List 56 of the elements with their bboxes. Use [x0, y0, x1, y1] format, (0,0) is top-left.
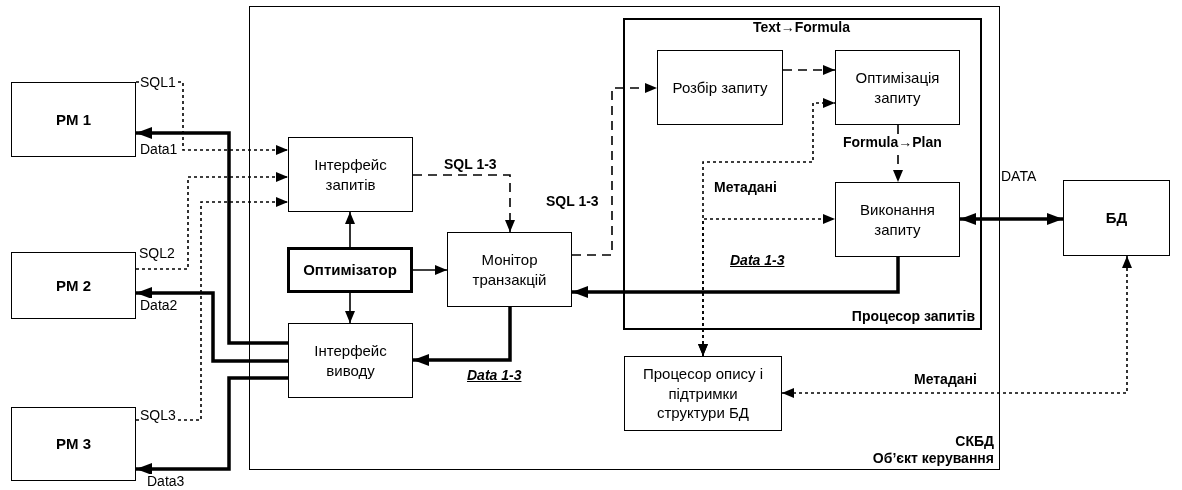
- edge-label: Formula→Plan: [842, 135, 943, 151]
- arrow: [413, 307, 512, 366]
- processor-frame: [623, 18, 982, 330]
- arrow: [136, 127, 288, 345]
- arrow: [571, 83, 658, 256]
- arrow: [572, 257, 900, 298]
- box-label: PM 1: [56, 109, 91, 130]
- box-label: PM 2: [56, 275, 91, 296]
- process-box: [835, 182, 960, 257]
- workstation-box: [11, 407, 136, 481]
- arrow: [893, 124, 903, 183]
- box-label: PM 3: [56, 434, 91, 454]
- edge-label: Data 1-3: [729, 253, 786, 269]
- edge-label: Метадані: [913, 372, 978, 388]
- process-box: [657, 50, 783, 125]
- arrow: [698, 214, 836, 357]
- process-box: [287, 247, 413, 293]
- process-box: [624, 356, 782, 431]
- edge-label: SQL 1-3: [443, 157, 498, 173]
- edge-label: SQL2: [138, 246, 176, 262]
- edge-label: Метадані: [713, 180, 778, 196]
- box-label: Інтерфейс запитів: [313, 155, 388, 194]
- process-box: [288, 137, 413, 212]
- box-label: Процесор опису і підтримки структури БД: [641, 364, 765, 423]
- box-label: Інтерфейс виводу: [313, 341, 388, 380]
- edge-label: SQL 1-3: [545, 194, 600, 210]
- box-label: БД: [1105, 208, 1128, 228]
- box-label: Оптимізатор: [303, 260, 397, 280]
- arrow: [781, 255, 1132, 398]
- box-label: Виконання запиту: [859, 200, 936, 239]
- arrow: [960, 213, 1063, 225]
- arrow: [412, 265, 448, 275]
- process-box: [288, 323, 413, 398]
- process-box: [835, 50, 960, 125]
- arrow: [345, 211, 355, 248]
- arrow: [135, 172, 289, 270]
- edge-label: Data 1-3: [466, 368, 523, 384]
- box-label: Монітор транзакцій: [471, 250, 548, 289]
- box-label: Оптимізація запиту: [854, 68, 941, 107]
- arrow: [135, 197, 289, 421]
- frame-title: СКБД: [955, 433, 994, 450]
- arrow: [136, 287, 288, 363]
- arrow: [345, 292, 355, 324]
- arrow: [412, 174, 515, 233]
- frame-title: Обʼєкт керування: [872, 450, 994, 467]
- frame-title: Процесор запитів: [851, 308, 975, 325]
- edge-label: SQL3: [139, 408, 177, 424]
- workstation-box: [11, 252, 136, 319]
- system-frame: [249, 6, 1000, 470]
- workstation-box: [11, 82, 136, 157]
- process-box: [447, 232, 572, 307]
- arrow: [782, 65, 836, 75]
- box-label: Розбір запиту: [672, 77, 768, 98]
- edge-label: SQL1: [139, 75, 177, 91]
- database-box: [1063, 180, 1170, 256]
- arrow: [136, 376, 288, 475]
